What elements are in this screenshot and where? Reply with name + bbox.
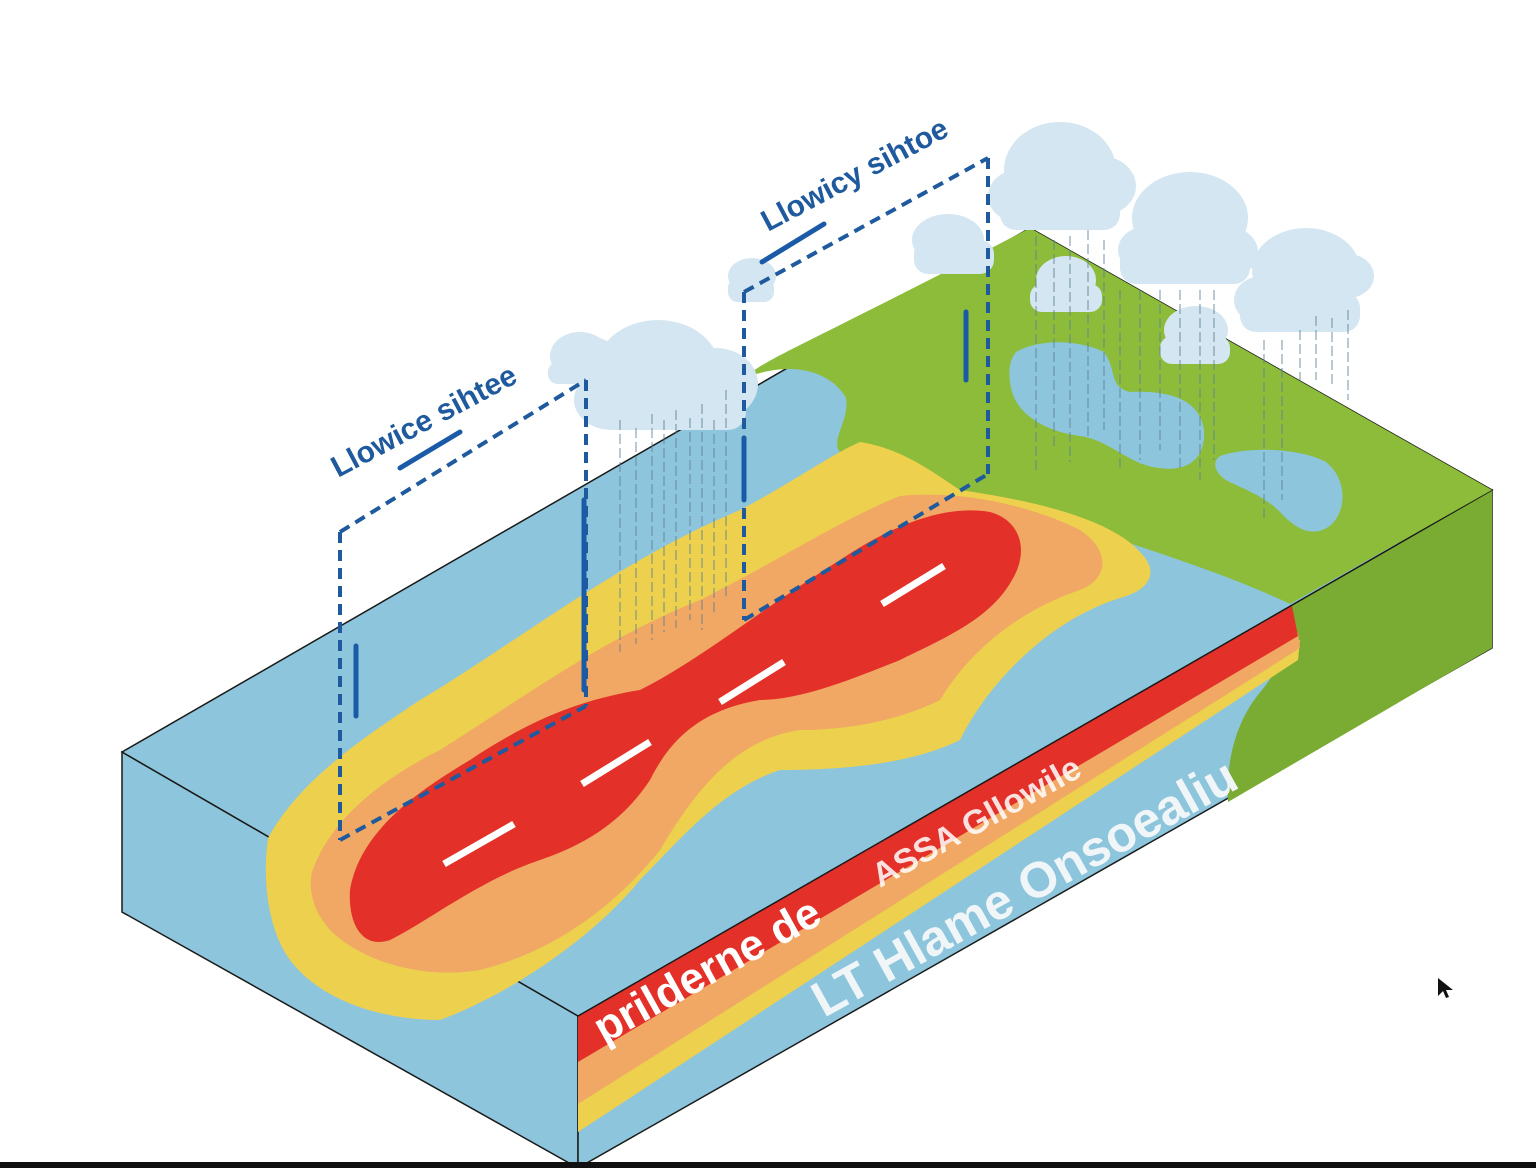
- callout-label-left: Llowice sihtee: [326, 359, 523, 484]
- callout-label-right: Llowicy sihtoe: [756, 112, 954, 238]
- cloud-icon: [1118, 172, 1258, 284]
- anomaly-hot-zone: [349, 510, 1021, 942]
- cloud-icon: [1234, 228, 1374, 332]
- side-hot-band: [578, 606, 1298, 1062]
- mouse-cursor-icon: [1438, 978, 1453, 998]
- side-land-strip: [1227, 490, 1492, 802]
- lake-1: [1009, 342, 1205, 469]
- flow-arrows: [442, 563, 946, 868]
- side-warm-band: [578, 640, 1300, 1132]
- rain-icon: [619, 230, 1349, 652]
- cloud-icon: [912, 214, 994, 274]
- bottom-edge-bar: [0, 1162, 1536, 1168]
- cloud-icon: [988, 122, 1136, 230]
- cloud-icon: [574, 320, 758, 430]
- lake-2: [1215, 449, 1343, 532]
- cloud-icon: [548, 332, 614, 384]
- cloud-icon: [1030, 256, 1102, 312]
- accent-bars: [353, 221, 969, 719]
- side-orange-band: [578, 632, 1300, 1104]
